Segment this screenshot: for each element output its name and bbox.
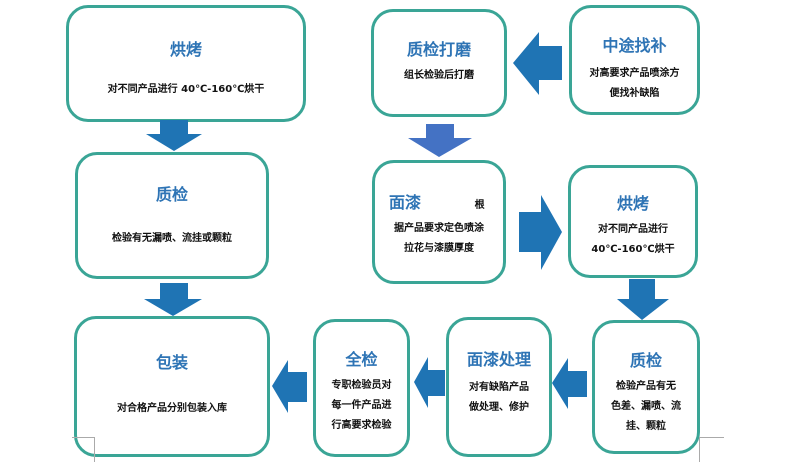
step-desc: 检验产品有无 色差、漏喷、流 挂、颗粒 — [595, 377, 697, 437]
step-desc: 对不同产品进行 40℃-160℃烘干 — [571, 220, 695, 260]
step-full-qc: 全检 专职检验员对 每一件产品进 行高要求检验 — [313, 319, 410, 457]
desc-line: 对高要求产品喷涂方 — [589, 68, 680, 79]
step-title-text: 面漆 — [389, 193, 422, 212]
step-polish: 质检打磨 组长检验后打磨 — [371, 9, 507, 117]
desc-line: 拉花与漆膜厚度 — [404, 243, 474, 254]
desc-line: 色差、漏喷、流 — [611, 401, 681, 412]
step-desc: 对合格产品分别包装入库 — [117, 403, 227, 414]
step-topcoat: 面漆 根 据产品要求定色喷涂 拉花与漆膜厚度 — [372, 160, 506, 284]
arrow-down-icon — [617, 279, 669, 320]
arrow-down-icon — [408, 124, 472, 157]
arrow-down-icon — [144, 283, 202, 316]
step-qc-2: 质检 检验产品有无 色差、漏喷、流 挂、颗粒 — [592, 320, 700, 454]
desc-line: 专职检验员对 — [331, 380, 392, 391]
step-title: 面漆处理 — [466, 350, 531, 369]
arrow-right-icon — [519, 195, 562, 270]
margin-corner-mark — [72, 437, 95, 462]
step-title: 质检 — [155, 185, 188, 204]
step-repair: 面漆处理 对有缺陷产品 做处理、修护 — [446, 317, 552, 457]
step-title: 质检 — [629, 351, 662, 370]
desc-line: 对有缺陷产品 — [469, 382, 529, 393]
desc-line: 据产品要求定色喷涂 — [394, 223, 484, 234]
step-title: 包装 — [155, 353, 188, 372]
step-desc: 据产品要求定色喷涂 拉花与漆膜厚度 — [375, 219, 503, 259]
step-title: 面漆 根 — [375, 189, 503, 213]
arrow-left-icon — [272, 360, 307, 413]
step-desc: 对有缺陷产品 做处理、修护 — [449, 378, 549, 418]
desc-line: 挂、颗粒 — [626, 421, 666, 432]
margin-corner-mark — [699, 437, 724, 462]
step-title: 中途找补 — [602, 36, 667, 55]
desc-line: 40℃-160℃烘干 — [591, 244, 675, 255]
desc-line: 做处理、修护 — [469, 402, 529, 413]
step-title-suffix: 根 — [474, 200, 485, 211]
step-bake-1: 烘烤 对不同产品进行 40℃-160℃烘干 — [66, 5, 306, 122]
step-title: 质检打磨 — [406, 40, 471, 59]
step-bake-2: 烘烤 对不同产品进行 40℃-160℃烘干 — [568, 165, 698, 278]
step-pack: 包装 对合格产品分别包装入库 — [74, 316, 270, 457]
step-qc-1: 质检 检验有无漏喷、流挂或颗粒 — [75, 152, 269, 279]
step-title: 烘烤 — [616, 194, 649, 213]
step-desc: 专职检验员对 每一件产品进 行高要求检验 — [316, 376, 407, 436]
desc-line: 对不同产品进行 — [598, 224, 668, 235]
desc-line: 便找补缺陷 — [609, 88, 660, 99]
step-desc: 对高要求产品喷涂方 便找补缺陷 — [572, 64, 697, 104]
arrow-down-icon — [146, 120, 202, 151]
desc-line: 每一件产品进 — [331, 400, 392, 411]
step-desc: 检验有无漏喷、流挂或颗粒 — [112, 233, 232, 244]
arrow-left-icon — [552, 358, 587, 409]
desc-line: 行高要求检验 — [331, 420, 392, 431]
step-touchup: 中途找补 对高要求产品喷涂方 便找补缺陷 — [569, 5, 700, 115]
step-desc: 组长检验后打磨 — [404, 70, 474, 81]
step-title: 烘烤 — [169, 40, 202, 59]
desc-line: 检验产品有无 — [616, 381, 676, 392]
arrow-left-icon — [414, 357, 445, 408]
arrow-left-icon — [513, 32, 562, 95]
step-title: 全检 — [345, 350, 378, 369]
step-desc: 对不同产品进行 40℃-160℃烘干 — [107, 84, 265, 95]
